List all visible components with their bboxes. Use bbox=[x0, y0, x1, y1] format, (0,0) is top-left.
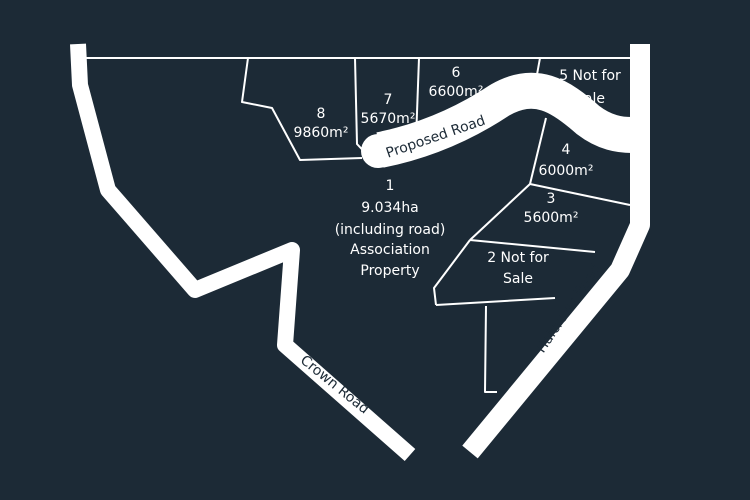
lot-1-number: 1 bbox=[386, 178, 395, 194]
lot-7-number: 7 bbox=[384, 92, 393, 108]
lot-1-note: (including road) bbox=[335, 222, 446, 238]
southern-internal-boundary bbox=[484, 305, 497, 393]
lot-1-owner-type: Property bbox=[360, 263, 419, 279]
lot-8-boundary bbox=[241, 57, 363, 161]
lot-5-6-divider bbox=[535, 57, 541, 81]
lot-4-number: 4 bbox=[562, 142, 571, 158]
lot-6-7-divider bbox=[415, 57, 420, 141]
lot-3-number: 3 bbox=[547, 191, 556, 207]
lot-4-west-boundary bbox=[529, 117, 547, 185]
lot-6-number: 6 bbox=[452, 65, 461, 81]
proposed-road bbox=[376, 72, 633, 168]
lot-2-number: 2 Not for bbox=[487, 250, 549, 266]
lot-2-area: Sale bbox=[503, 271, 533, 287]
lot-8-area: 9860m² bbox=[294, 125, 349, 141]
lot-7-8-divider bbox=[354, 57, 373, 161]
halcrows-road bbox=[462, 44, 650, 459]
lot-7-area: 5670m² bbox=[361, 111, 416, 127]
lot-8-number: 8 bbox=[317, 106, 326, 122]
lot-5-number: 5 Not for bbox=[559, 68, 621, 84]
crown-road-label: Crown Road bbox=[297, 352, 372, 417]
lot-5-area: Sale bbox=[575, 91, 605, 107]
lot-3-4-divider bbox=[529, 183, 631, 206]
crown-road bbox=[70, 43, 416, 462]
lot-1-area: 9.034ha bbox=[361, 200, 419, 216]
lot-2-south-boundary bbox=[435, 297, 556, 306]
lot-1-owner: Association bbox=[350, 242, 430, 258]
lot-3-area: 5600m² bbox=[524, 210, 579, 226]
lot-6-area: 6600m² bbox=[429, 84, 484, 100]
proposed-road-cul-de-sac bbox=[361, 134, 395, 168]
lot-4-area: 6000m² bbox=[539, 163, 594, 179]
lot-3-west-boundary bbox=[469, 183, 531, 241]
lot-2-3-divider bbox=[469, 239, 596, 253]
lot-2-west-boundary bbox=[433, 239, 471, 306]
